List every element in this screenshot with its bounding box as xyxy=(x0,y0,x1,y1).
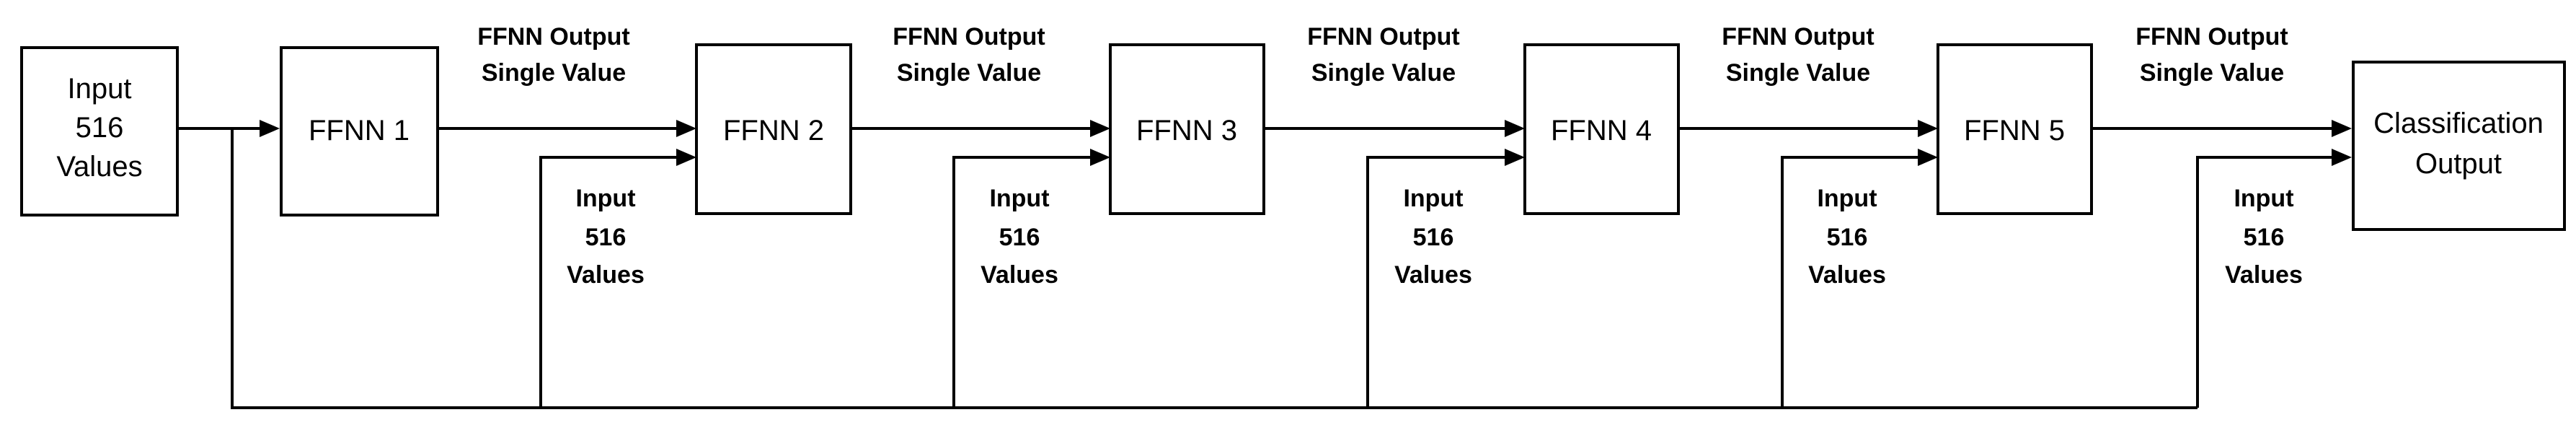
ffnn-5-label: FFNN 5 xyxy=(1964,115,2065,146)
edge-input-bottom-bus xyxy=(223,127,2197,409)
ffnn-4-box xyxy=(1523,43,1680,215)
stage-output-labels: FFNN Output Single Value FFNN Output Sin… xyxy=(477,23,2288,87)
ffnn-4-label: FFNN 4 xyxy=(1551,115,1652,146)
arrowhead-ffnn5-skip xyxy=(1918,149,1938,166)
classification-output-box xyxy=(2352,61,2566,231)
arrowhead-ffnn2-skip xyxy=(676,149,696,166)
skip-input-label-ffnn5-line3: Values xyxy=(1808,261,1886,289)
edge-skip-input-to-ffnn2 xyxy=(539,156,681,408)
ffnn-4-output-label-line1: FFNN Output xyxy=(1722,23,1875,51)
skip-input-label-ffnn5-line2: 516 xyxy=(1827,224,1868,251)
ffnn-5-output-label-line1: FFNN Output xyxy=(2135,23,2288,51)
skip-input-labels: Input 516 Values Input 516 Values Input … xyxy=(567,185,2303,289)
connection-lines xyxy=(177,127,2336,409)
skip-input-label-ffnn5-line1: Input xyxy=(1817,185,1877,212)
ffnn-4-output-label-line2: Single Value xyxy=(1726,59,1870,87)
ffnn-3-box xyxy=(1109,43,1265,215)
arrowheads xyxy=(260,120,2352,166)
arrowhead-ffnn4-skip xyxy=(1505,149,1525,166)
ffnn-3-output-label-line2: Single Value xyxy=(1311,59,1456,87)
ffnn-1-label: FFNN 1 xyxy=(309,115,410,146)
edge-skip-input-to-output xyxy=(2196,156,2336,408)
skip-input-label-ffnn2-line3: Values xyxy=(567,261,645,289)
input-block-line2: 516 xyxy=(76,112,124,144)
ffnn-stage-5: FFNN 5 xyxy=(1937,43,2093,215)
arrowhead-ffnn3-skip xyxy=(1090,149,1110,166)
edge-skip-input-to-ffnn3 xyxy=(952,156,1094,408)
skip-input-label-ffnn2-line1: Input xyxy=(575,185,635,212)
input-block-line1: Input xyxy=(68,73,132,105)
classification-output-block: Classification Output xyxy=(2352,61,2566,231)
skip-input-label-ffnn4-line2: 516 xyxy=(1413,224,1454,251)
skip-input-label-output-line3: Values xyxy=(2225,261,2303,289)
ffnn-2-output-label-line1: FFNN Output xyxy=(893,23,1045,51)
skip-input-label-ffnn2-line2: 516 xyxy=(585,224,627,251)
edge-skip-input-to-ffnn5 xyxy=(1781,156,1922,408)
skip-input-label-output-line2: 516 xyxy=(2244,224,2285,251)
ffnn-1-output-label-line2: Single Value xyxy=(482,59,626,87)
arrowhead-ffnn5-input xyxy=(1918,120,1938,137)
arrowhead-ffnn4-input xyxy=(1505,120,1525,137)
ffnn-3-output-label-line1: FFNN Output xyxy=(1307,23,1460,51)
ffnn-2-label: FFNN 2 xyxy=(723,115,824,146)
ffnn-2-output-label-line2: Single Value xyxy=(897,59,1041,87)
ffnn-stage-1: FFNN 1 xyxy=(280,46,439,216)
classification-output-line2: Output xyxy=(2415,148,2502,180)
ffnn-5-output-label-line2: Single Value xyxy=(2140,59,2284,87)
input-block-line3: Values xyxy=(56,151,142,183)
skip-input-label-ffnn3-line3: Values xyxy=(981,261,1058,289)
classification-output-line1: Classification xyxy=(2373,108,2544,139)
ffnn-2-box xyxy=(695,43,852,215)
ffnn-stage-3: FFNN 3 xyxy=(1109,43,1265,215)
input-block: Input 516 Values xyxy=(20,46,179,216)
arrowhead-ffnn3-input xyxy=(1090,120,1110,137)
ffnn-5-box xyxy=(1937,43,2093,215)
skip-input-label-ffnn3-line2: 516 xyxy=(999,224,1040,251)
ffnn-1-box xyxy=(280,46,439,216)
skip-input-label-output-line1: Input xyxy=(2234,185,2293,212)
skip-input-label-ffnn3-line1: Input xyxy=(989,185,1049,212)
ffnn-3-label: FFNN 3 xyxy=(1136,115,1237,146)
ffnn-stage-4: FFNN 4 xyxy=(1523,43,1680,215)
arrowhead-ffnn2-input xyxy=(676,120,696,137)
skip-input-label-ffnn4-line1: Input xyxy=(1403,185,1463,212)
ffnn-stage-2: FFNN 2 xyxy=(695,43,852,215)
ffnn-1-output-label-line1: FFNN Output xyxy=(477,23,630,51)
arrowhead-ffnn1-input xyxy=(260,120,280,137)
arrowhead-output-input xyxy=(2332,120,2352,137)
skip-input-label-ffnn4-line3: Values xyxy=(1394,261,1472,289)
arrowhead-output-skip xyxy=(2332,149,2352,166)
input-block-box xyxy=(20,46,179,216)
edge-skip-input-to-ffnn4 xyxy=(1366,156,1509,408)
